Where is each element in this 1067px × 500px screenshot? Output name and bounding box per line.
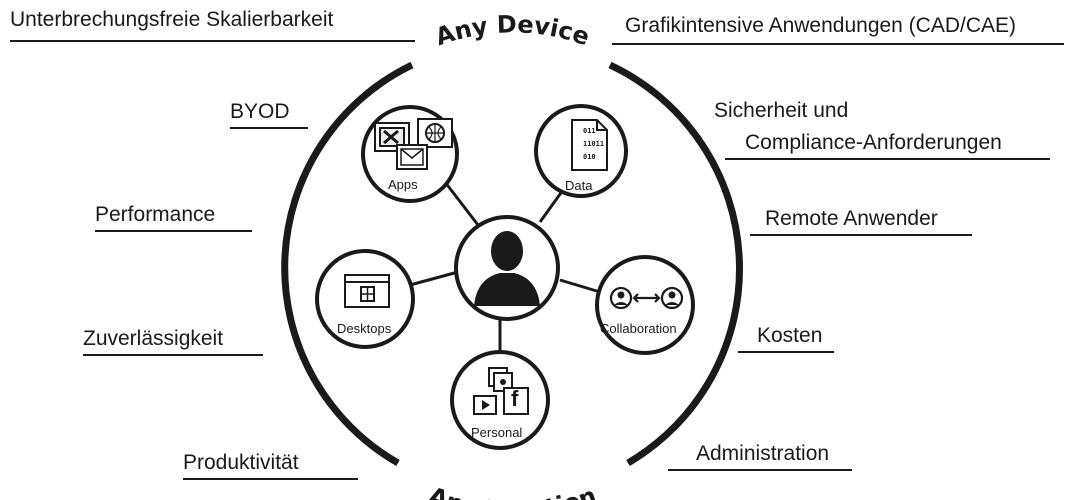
label-administration: Administration xyxy=(696,442,830,465)
label-compliance-anforderungen: Compliance-Anforderungen xyxy=(745,131,1002,154)
underline xyxy=(95,230,252,232)
collaboration-icon xyxy=(609,286,684,310)
any-device-arc-label: Any Device xyxy=(432,10,593,51)
data-bits-line-2: 11011 xyxy=(583,140,605,148)
underline xyxy=(738,351,834,353)
label-unterbrechungsfreie-skalierbarkeit: Unterbrechungsfreie Skalierbarkeit xyxy=(10,8,334,31)
label-produktivitaet: Produktivität xyxy=(183,451,299,474)
data-node-label: Data xyxy=(565,178,593,193)
underline xyxy=(725,158,1050,160)
user-silhouette-icon xyxy=(474,231,540,306)
personal-node xyxy=(450,350,550,450)
data-bits-line-3: 010 xyxy=(583,153,596,161)
underline xyxy=(10,40,415,42)
label-byod: BYOD xyxy=(230,100,290,123)
underline xyxy=(612,43,1064,45)
underline xyxy=(183,478,358,480)
desktops-node xyxy=(315,249,415,349)
collaboration-node-label: Collaboration xyxy=(600,321,677,336)
label-kosten: Kosten xyxy=(757,324,823,347)
label-grafikintensive-anwendungen: Grafikintensive Anwendungen (CAD/CAE) xyxy=(625,14,1017,37)
collaboration-node xyxy=(595,255,695,355)
apps-icon xyxy=(374,118,453,170)
data-bits-line-1: 011 xyxy=(583,127,596,135)
label-performance: Performance xyxy=(95,203,216,226)
connectors xyxy=(409,181,601,352)
personal-node-label: Personal xyxy=(471,425,523,440)
center-user-node xyxy=(454,215,560,321)
data-node xyxy=(534,104,628,198)
personal-media-icon xyxy=(473,367,529,415)
apps-node-label: Apps xyxy=(388,177,418,192)
label-remote-anwender: Remote Anwender xyxy=(765,207,938,230)
any-location-arc-label: Any Location xyxy=(425,482,600,500)
data-file-icon xyxy=(571,119,608,171)
label-zuverlaessigkeit: Zuverlässigkeit xyxy=(83,327,224,350)
desktops-node-label: Desktops xyxy=(337,321,392,336)
underline xyxy=(230,127,308,129)
desktop-window-icon xyxy=(344,274,390,308)
underline xyxy=(83,354,263,356)
underline xyxy=(750,234,972,236)
apps-node xyxy=(361,105,459,203)
underline xyxy=(668,469,852,471)
label-sicherheit-und: Sicherheit und xyxy=(714,99,849,122)
facebook-icon: f xyxy=(511,386,519,411)
outer-ring xyxy=(281,61,743,467)
